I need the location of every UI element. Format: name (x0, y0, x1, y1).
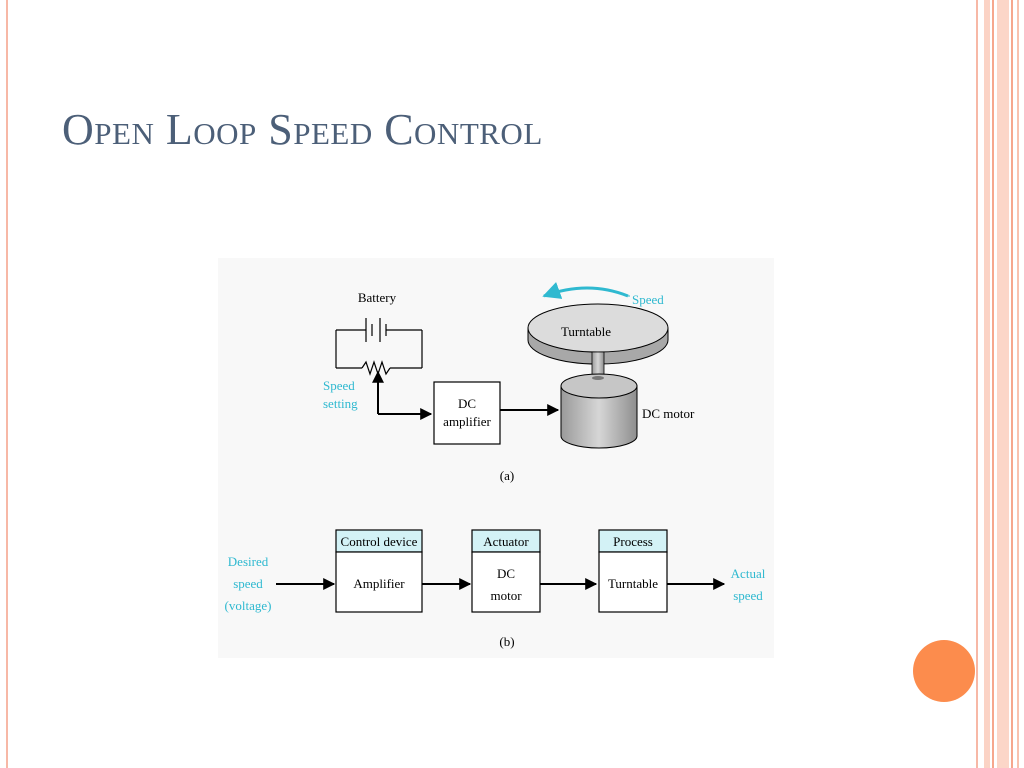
accent-circle (913, 640, 975, 702)
block-2-body-2: motor (490, 588, 522, 603)
output-label-2: speed (733, 588, 763, 603)
diagram-figure: Battery Speed setting DC amplifier (218, 258, 774, 658)
turntable (527, 303, 669, 365)
block-1-header: Control device (341, 534, 418, 549)
input-label-2: speed (233, 576, 263, 591)
amp-label-2: amplifier (443, 414, 491, 429)
dc-amplifier-box (433, 381, 501, 445)
dc-motor (560, 373, 638, 449)
process-block (598, 529, 668, 613)
block-3-header: Process (613, 534, 653, 549)
speed-label: Speed (632, 292, 664, 307)
actuator-block (471, 529, 541, 613)
block-2-body-1: DC (497, 566, 515, 581)
battery-circuit (335, 318, 423, 376)
block-3-body-1: Turntable (608, 576, 658, 591)
turntable-label: Turntable (561, 324, 611, 339)
input-label-1: Desired (228, 554, 269, 569)
input-label-3: (voltage) (225, 598, 272, 613)
open-loop-diagram: Battery Speed setting DC amplifier (225, 282, 766, 649)
caption-b: (b) (499, 634, 514, 649)
output-label-1: Actual (731, 566, 766, 581)
speed-setting-label-2: setting (323, 396, 358, 411)
slide-title: Open Loop Speed Control (62, 105, 543, 154)
motor-label: DC motor (642, 406, 695, 421)
block-1-body-1: Amplifier (353, 576, 405, 591)
battery-label: Battery (358, 290, 397, 305)
speed-arrow (542, 282, 629, 299)
control-device-block (335, 529, 423, 613)
caption-a: (a) (500, 468, 514, 483)
speed-setting-label-1: Speed (323, 378, 355, 393)
block-2-header: Actuator (483, 534, 529, 549)
amp-label-1: DC (458, 396, 476, 411)
